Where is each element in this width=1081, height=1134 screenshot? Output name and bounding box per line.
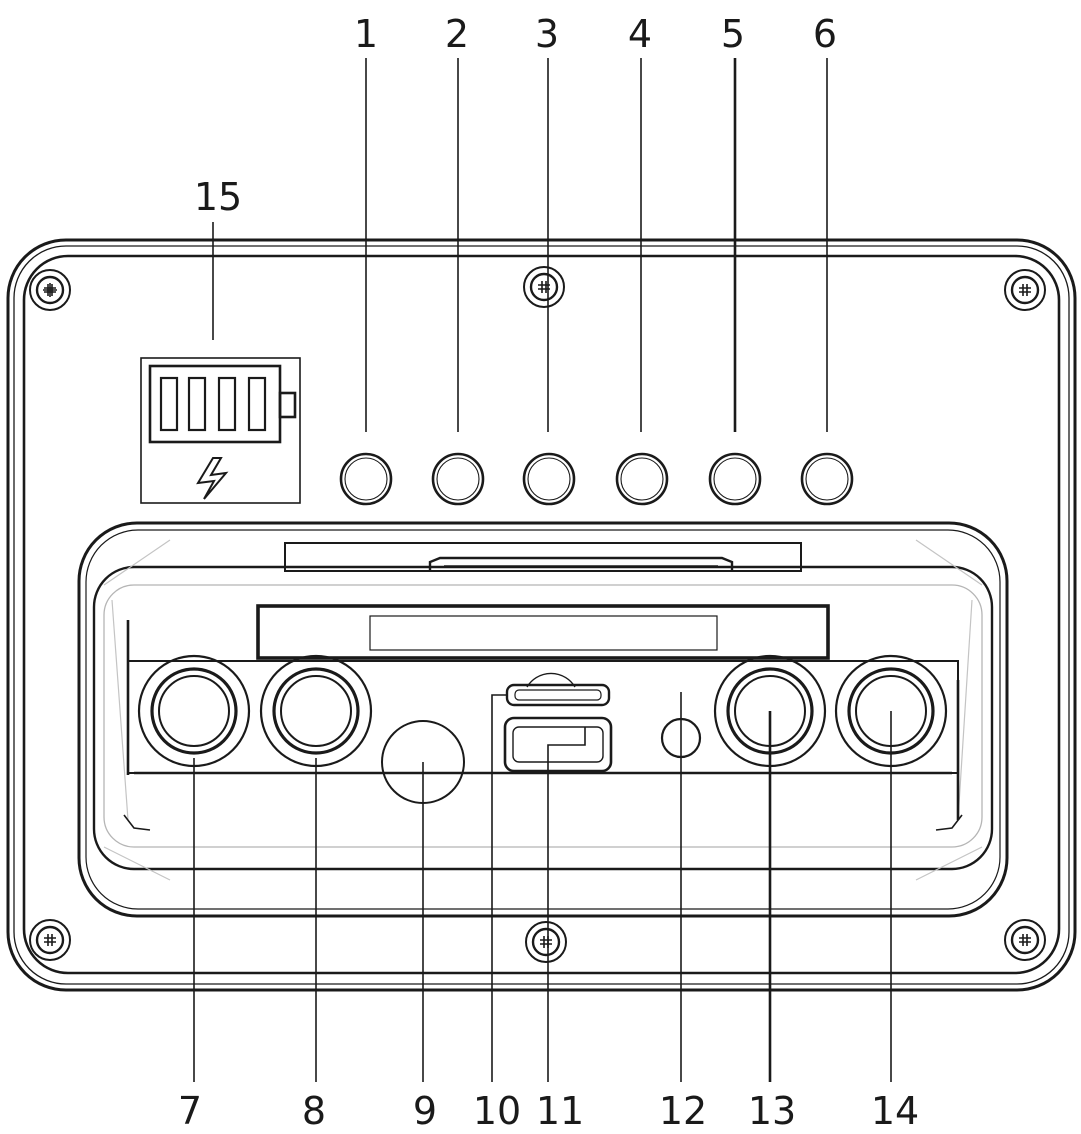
battery-indicator-panel: [140, 357, 301, 504]
callout-4: 4: [628, 12, 652, 56]
housing: [6, 238, 1077, 992]
indicator-led-1: [339, 452, 393, 506]
callout-12: 12: [659, 1089, 707, 1133]
callout-labels: 1 2 3 4 5 6 15 7 8 9 10 11 12 13 14: [178, 12, 919, 1133]
callout-2: 2: [445, 12, 469, 56]
callout-7: 7: [178, 1089, 202, 1133]
indicator-led-4: [615, 452, 669, 506]
callout-8: 8: [302, 1089, 326, 1133]
port-7: [137, 654, 251, 768]
callout-6: 6: [813, 12, 837, 56]
indicator-led-3: [522, 452, 576, 506]
lightning-bolt-icon: [196, 457, 229, 500]
callout-5: 5: [721, 12, 745, 56]
screw-icon: [29, 919, 71, 961]
port-8: [259, 654, 373, 768]
card-slot-10: [505, 672, 611, 707]
indicator-led-6: [800, 452, 854, 506]
leader-lines: [193, 58, 892, 1082]
callout-14: 14: [871, 1089, 919, 1133]
screw-icon: [29, 269, 71, 311]
indicator-led-2: [431, 452, 485, 506]
usb-port-11: [503, 716, 613, 773]
callout-10: 10: [473, 1089, 521, 1133]
screw-icon: [523, 266, 565, 308]
callout-9: 9: [413, 1089, 437, 1133]
indicator-led-5: [708, 452, 762, 506]
screw-icon: [1004, 269, 1046, 311]
callout-15: 15: [194, 175, 242, 219]
battery-icon: [148, 364, 297, 444]
screw-icon: [1004, 919, 1046, 961]
callout-13: 13: [748, 1089, 796, 1133]
callout-1: 1: [354, 12, 378, 56]
screws: [29, 266, 1046, 963]
screw-icon: [525, 921, 567, 963]
connector-bay: [77, 521, 1009, 918]
connectors: [137, 654, 948, 804]
callout-11: 11: [536, 1089, 584, 1133]
callout-3: 3: [535, 12, 559, 56]
indicator-leds: [339, 452, 854, 506]
